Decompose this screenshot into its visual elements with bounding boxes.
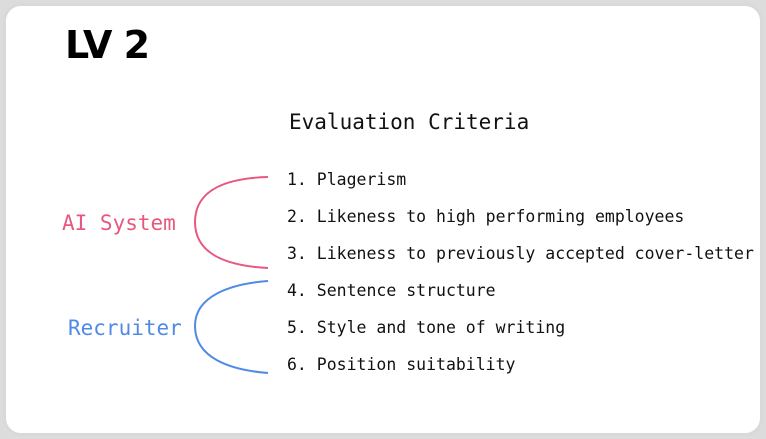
bracket-recruiter (193, 280, 269, 374)
diagram-card (3, 3, 763, 436)
group-label-ai-system: AI System (62, 211, 176, 235)
criterion-3: 3. Likeness to previously accepted cover… (287, 244, 754, 263)
criterion-5: 5. Style and tone of writing (287, 318, 566, 337)
criterion-2: 2. Likeness to high performing employees (287, 207, 685, 226)
criterion-1: 1. Plagerism (287, 170, 407, 189)
criteria-heading: Evaluation Criteria (289, 110, 530, 134)
bracket-ai-system (193, 176, 269, 269)
criterion-6: 6. Position suitability (287, 355, 516, 374)
level-badge: LV 2 (65, 23, 150, 67)
criterion-4: 4. Sentence structure (287, 281, 496, 300)
group-label-recruiter: Recruiter (68, 316, 182, 340)
